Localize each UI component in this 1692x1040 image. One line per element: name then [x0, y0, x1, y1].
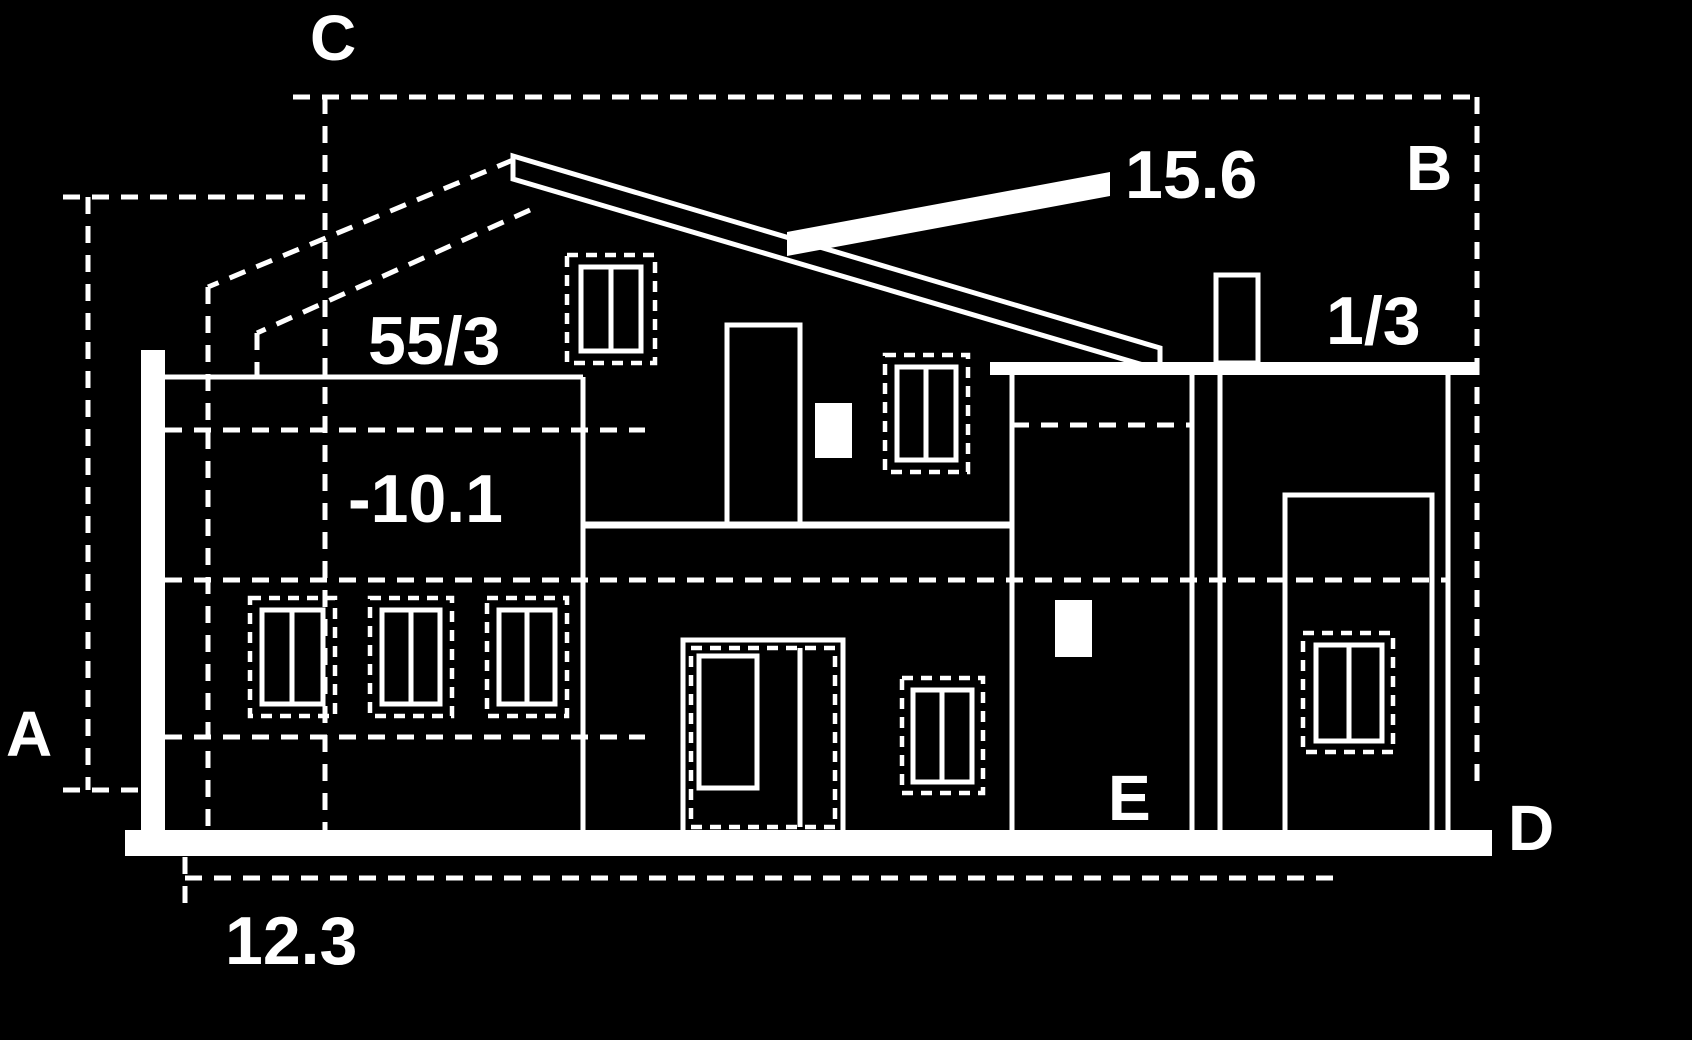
window-frame-left-3: [484, 595, 570, 719]
roof-left-slope-lower: [255, 207, 532, 336]
right-chimney: [1213, 272, 1261, 366]
axis-label-b: B: [1406, 132, 1452, 204]
window-frame-right: [1300, 630, 1396, 755]
door-dashed-frame: [688, 645, 838, 830]
structure: [125, 152, 1492, 856]
annotations: C B A E D 15.6 1/3 55/3 -10.1 12.3: [6, 2, 1554, 979]
axis-label-c: C: [310, 2, 356, 74]
dim-slope-ratio: 1/3: [1326, 283, 1421, 359]
window-frame-center-upper: [882, 352, 971, 475]
roof-dimension-slab: [787, 172, 1110, 256]
guide-lines: [63, 94, 1480, 908]
roof-left-slope-upper: [207, 157, 514, 290]
dim-base-width: 12.3: [225, 903, 357, 979]
center-vent-block: [815, 403, 852, 458]
windows: [247, 252, 1396, 796]
axis-label-d: D: [1508, 792, 1554, 864]
window-frame-center-lower: [899, 675, 986, 796]
right-vent-block: [1055, 600, 1092, 657]
door-outer-frame: [680, 637, 846, 836]
window-frame-left-1: [247, 595, 338, 719]
axis-label-a: A: [6, 698, 52, 770]
center-chimney: [724, 322, 803, 528]
dim-window-mark: 55/3: [368, 303, 500, 379]
dim-level-mark: -10.1: [348, 461, 503, 537]
left-wall: [141, 350, 165, 835]
dim-roof-length: 15.6: [1125, 137, 1257, 213]
door-left-leaf: [696, 653, 760, 791]
window-frame-attic: [564, 252, 658, 366]
axis-label-e: E: [1108, 762, 1151, 834]
right-wing-flat-roof: [990, 362, 1477, 375]
entrance-door: [680, 637, 846, 836]
window-frame-left-2: [367, 595, 455, 719]
right-porch-box: [1282, 492, 1435, 838]
